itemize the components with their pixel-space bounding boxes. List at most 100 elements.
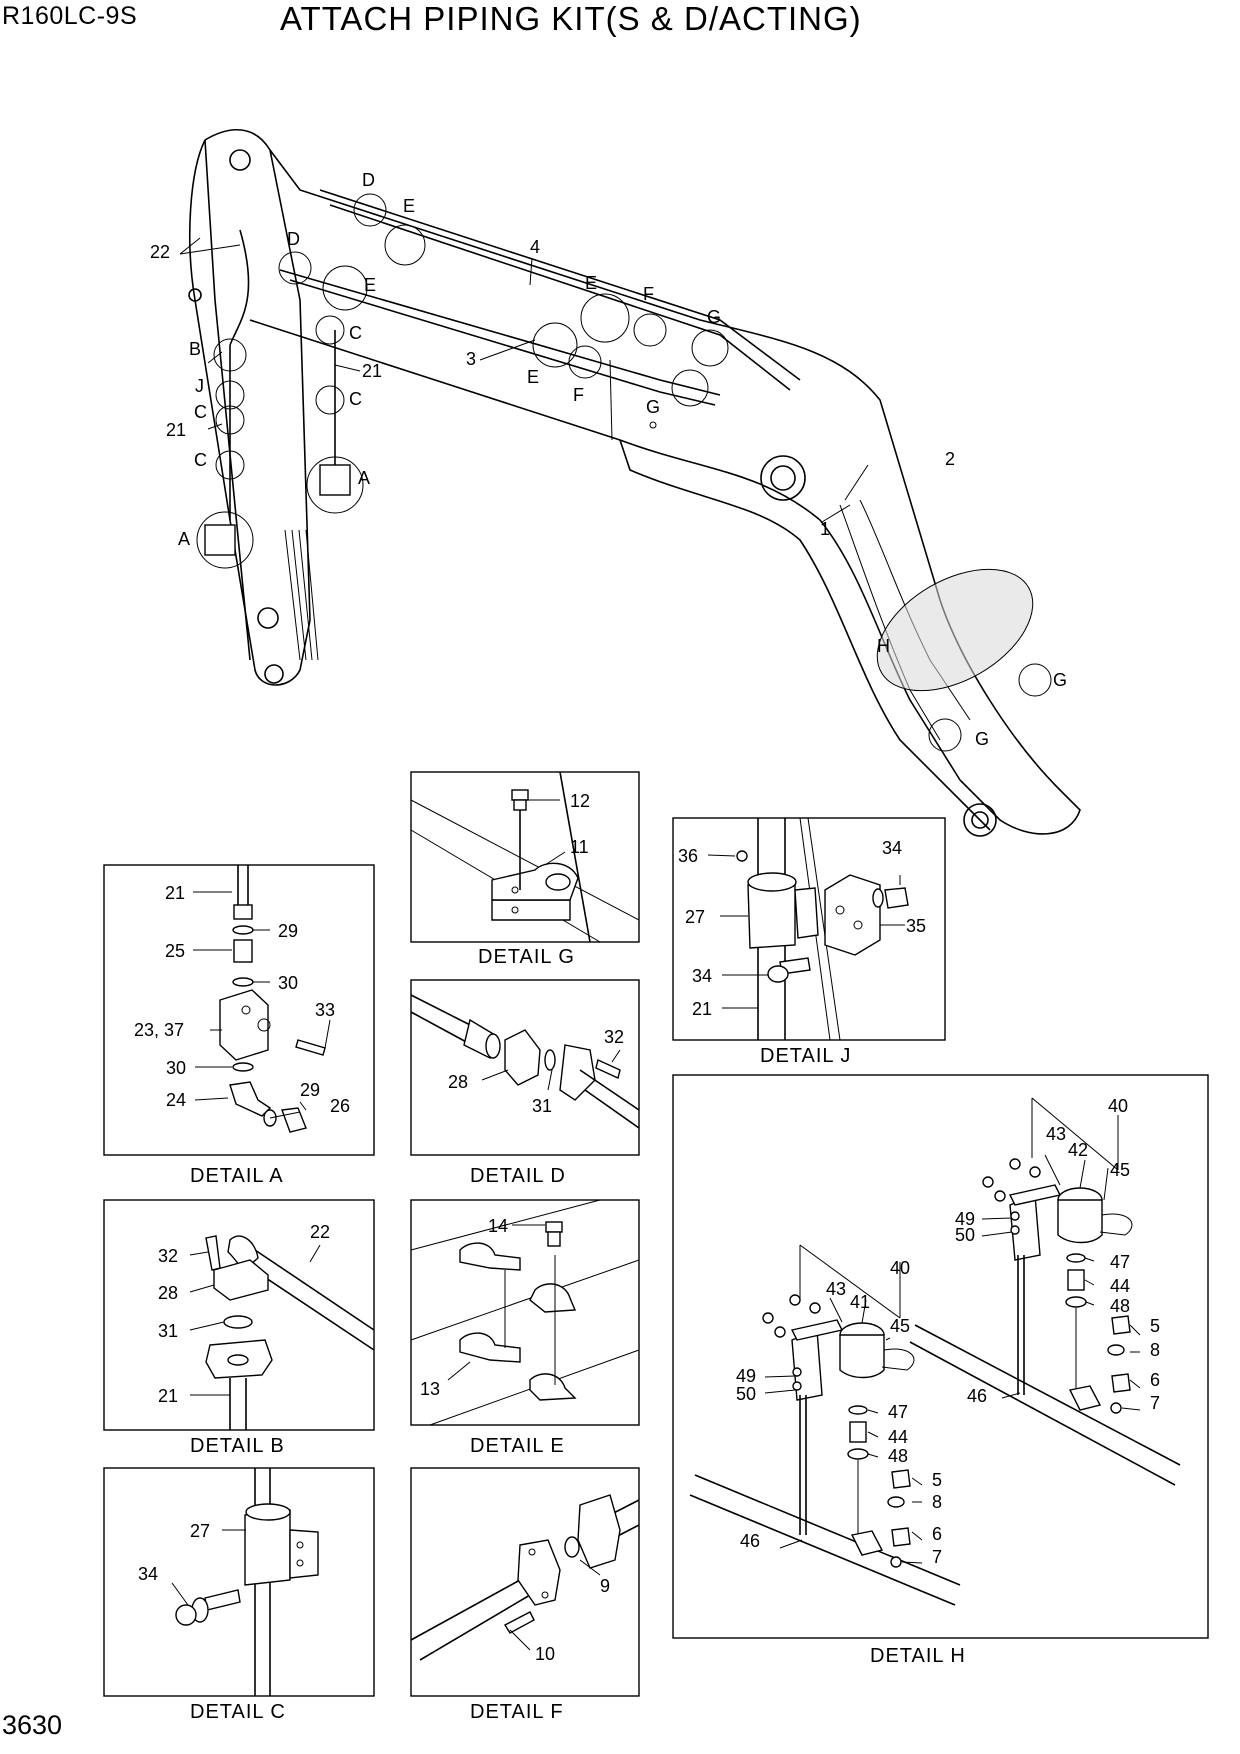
detailB-label-32: 32 <box>158 1246 178 1266</box>
page-title: ATTACH PIPING KIT(S & D/ACTING) <box>280 0 862 37</box>
callout-4: 4 <box>530 237 540 257</box>
detail-f: 9 10 DETAIL F <box>410 1467 640 1723</box>
detailH-label-45a: 45 <box>1110 1160 1130 1180</box>
detailA-label-26: 26 <box>330 1096 350 1116</box>
detailG-caption: DETAIL G <box>478 946 575 968</box>
detailH-label-47b: 47 <box>888 1402 908 1422</box>
detailH-label-7a: 7 <box>1150 1393 1160 1413</box>
detailA-label-30: 30 <box>278 973 298 993</box>
callout-E-3: E <box>585 273 597 293</box>
model-code: R160LC-9S <box>2 2 138 30</box>
detailJ-label-34b: 34 <box>692 966 712 986</box>
detailC-label-34: 34 <box>138 1564 158 1584</box>
detailJ-label-34a: 34 <box>882 838 902 858</box>
callout-J: J <box>195 376 204 396</box>
callout-G-4: G <box>975 729 989 749</box>
main-view-callouts: 1 2 3 4 21 21 22 A A B C C C C D D E E E… <box>150 170 1067 749</box>
detailB-label-22: 22 <box>310 1222 330 1242</box>
detail-h: 40 43 42 45 49 50 47 44 48 5 8 6 7 46 <box>672 1074 1209 1667</box>
detailH-label-44b: 44 <box>888 1427 908 1447</box>
detailH-label-6a: 6 <box>1150 1370 1160 1390</box>
detailH-label-49a: 49 <box>955 1209 975 1229</box>
callout-C-1: C <box>349 323 362 343</box>
detail-c: 27 34 DETAIL C <box>103 1467 375 1723</box>
callout-3: 3 <box>466 349 476 369</box>
detailB-label-28: 28 <box>158 1283 178 1303</box>
detailH-label-46b: 46 <box>740 1531 760 1551</box>
detailH-label-5b: 5 <box>932 1470 942 1490</box>
detailH-label-6b: 6 <box>932 1524 942 1544</box>
detailH-label-43a: 43 <box>1046 1124 1066 1144</box>
detailH-label-48b: 48 <box>888 1446 908 1466</box>
detail-g: 12 11 DETAIL G <box>410 771 640 968</box>
detailB-caption: DETAIL B <box>190 1435 285 1457</box>
detailA-label-23-37: 23, 37 <box>134 1020 184 1040</box>
detailJ-caption: DETAIL J <box>760 1045 851 1067</box>
detailA-label-33: 33 <box>315 1000 335 1020</box>
detailH-label-46a: 46 <box>967 1386 987 1406</box>
detailH-label-49b: 49 <box>736 1366 756 1386</box>
detailH-label-8a: 8 <box>1150 1340 1160 1360</box>
detailJ-label-35: 35 <box>906 916 926 936</box>
detailH-label-40b: 40 <box>890 1258 910 1278</box>
detailA-label-24: 24 <box>166 1090 186 1110</box>
detailH-label-40a: 40 <box>1108 1096 1128 1116</box>
callout-H: H <box>877 636 890 656</box>
detailB-label-31: 31 <box>158 1321 178 1341</box>
detailA-caption: DETAIL A <box>190 1165 284 1187</box>
boom-assembly-view <box>179 129 1081 837</box>
callout-1: 1 <box>820 519 830 539</box>
detailD-caption: DETAIL D <box>470 1165 566 1187</box>
detailH-label-42: 42 <box>1068 1140 1088 1160</box>
detailD-label-31: 31 <box>532 1096 552 1116</box>
detail-e: 14 13 DETAIL E <box>410 1199 640 1457</box>
detailH-label-8b: 8 <box>932 1492 942 1512</box>
detail-d: 28 31 32 DETAIL D <box>410 979 640 1187</box>
detailG-label-12: 12 <box>570 791 590 811</box>
callout-D-1: D <box>362 170 375 190</box>
callout-C-4: C <box>194 450 207 470</box>
detail-j: 36 34 27 35 34 21 DETAIL J <box>672 817 946 1067</box>
callout-E-1: E <box>403 196 415 216</box>
page-number: 3630 <box>2 1710 63 1740</box>
callout-D-2: D <box>287 229 300 249</box>
detailH-label-47a: 47 <box>1110 1252 1130 1272</box>
callout-E-4: E <box>527 367 539 387</box>
detailA-label-29b: 29 <box>300 1080 320 1100</box>
detailH-caption: DETAIL H <box>870 1645 966 1667</box>
detailH-label-41: 41 <box>850 1292 870 1312</box>
callout-F-2: F <box>573 385 584 405</box>
callout-G-2: G <box>646 397 660 417</box>
detailJ-label-21: 21 <box>692 999 712 1019</box>
detailJ-label-27: 27 <box>685 907 705 927</box>
detailA-label-25: 25 <box>165 941 185 961</box>
detailD-label-28: 28 <box>448 1072 468 1092</box>
callout-A-right: A <box>358 468 370 488</box>
callout-C-2: C <box>349 389 362 409</box>
callout-G-1: G <box>707 307 721 327</box>
detailD-label-32: 32 <box>604 1027 624 1047</box>
detailE-label-14: 14 <box>488 1216 508 1236</box>
detailH-label-50b: 50 <box>736 1384 756 1404</box>
detail-a: 21 29 25 30 23, 37 33 30 24 29 26 DETAIL… <box>103 864 375 1187</box>
detailC-caption: DETAIL C <box>190 1701 286 1723</box>
callout-C-3: C <box>194 402 207 422</box>
callout-B: B <box>189 339 201 359</box>
detailC-label-27: 27 <box>190 1521 210 1541</box>
detailE-label-13: 13 <box>420 1379 440 1399</box>
detailA-label-29: 29 <box>278 921 298 941</box>
callout-22: 22 <box>150 242 170 262</box>
detailH-label-50a: 50 <box>955 1225 975 1245</box>
callout-A-left: A <box>178 529 190 549</box>
detailE-caption: DETAIL E <box>470 1435 565 1457</box>
detailH-label-43b: 43 <box>826 1279 846 1299</box>
callout-F-1: F <box>643 284 654 304</box>
detailH-label-7b: 7 <box>932 1547 942 1567</box>
detailA-label-30b: 30 <box>166 1058 186 1078</box>
detailF-label-9: 9 <box>600 1576 610 1596</box>
detailJ-label-36: 36 <box>678 846 698 866</box>
callout-E-2: E <box>364 275 376 295</box>
detailF-label-10: 10 <box>535 1644 555 1664</box>
detailH-label-45b: 45 <box>890 1316 910 1336</box>
detailF-caption: DETAIL F <box>470 1701 564 1723</box>
